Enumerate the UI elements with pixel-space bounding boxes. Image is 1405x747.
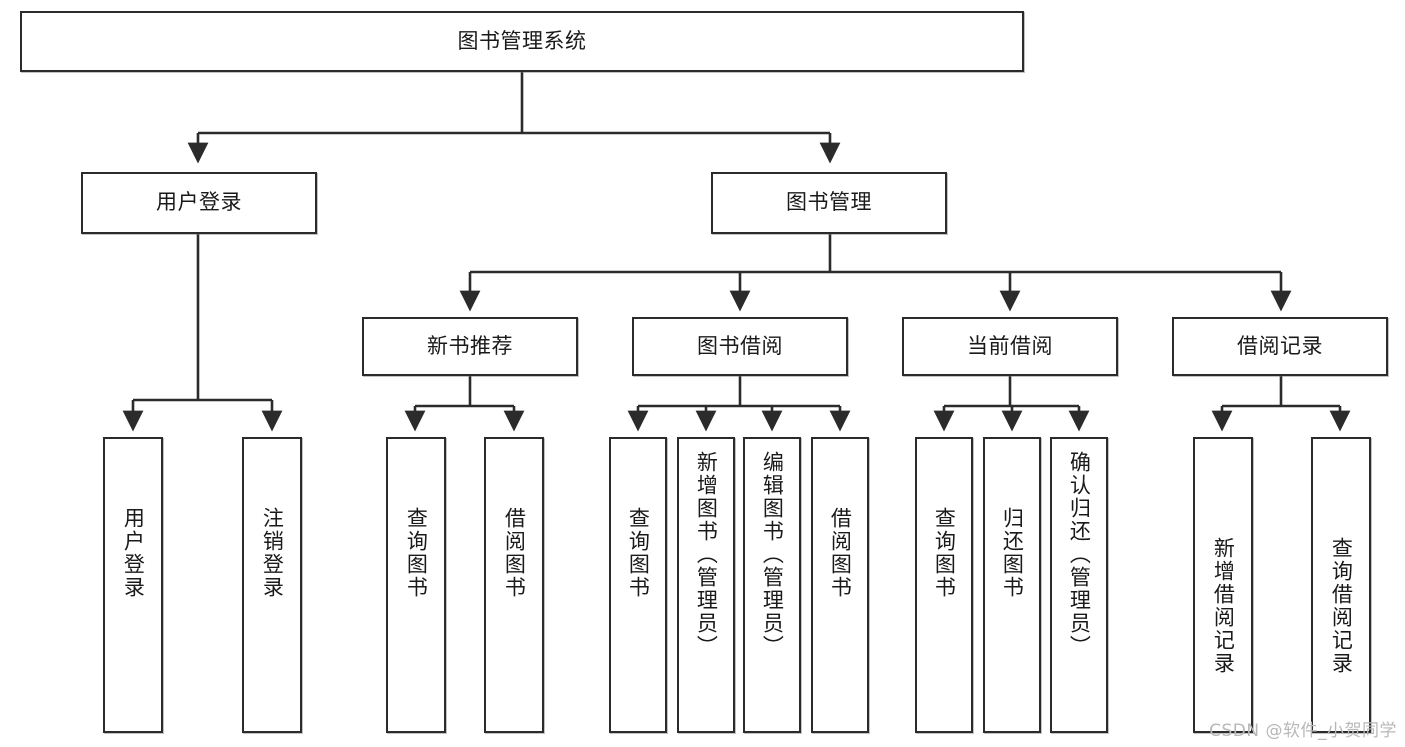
node-label: 查询图书 xyxy=(626,507,651,599)
node-current-borrow[interactable]: 当前借阅 xyxy=(902,317,1118,376)
node-label: 确认归还（管理员） xyxy=(1067,451,1092,658)
node-leaf-logout[interactable]: 注销登录 xyxy=(242,437,302,733)
node-leaf-confirm-return-admin[interactable]: 确认归还（管理员） xyxy=(1050,437,1108,733)
node-leaf-add-borrow-record[interactable]: 新增借阅记录 xyxy=(1193,437,1253,733)
node-label: 新书推荐 xyxy=(427,333,513,358)
node-book-borrow[interactable]: 图书借阅 xyxy=(632,317,848,376)
node-label: 借阅图书 xyxy=(502,507,527,599)
node-label: 用户登录 xyxy=(156,190,242,215)
node-leaf-query-book-recommend[interactable]: 查询图书 xyxy=(386,437,446,733)
node-label: 编辑图书（管理员） xyxy=(760,451,785,658)
node-leaf-query-book-current[interactable]: 查询图书 xyxy=(915,437,973,733)
node-leaf-query-borrow-record[interactable]: 查询借阅记录 xyxy=(1311,437,1371,733)
node-label: 查询图书 xyxy=(404,507,429,599)
node-label: 图书借阅 xyxy=(697,333,783,358)
node-label: 查询借阅记录 xyxy=(1329,537,1354,675)
node-root-system[interactable]: 图书管理系统 xyxy=(20,11,1024,72)
node-leaf-query-book-borrow[interactable]: 查询图书 xyxy=(609,437,667,733)
node-label: 注销登录 xyxy=(260,507,285,599)
node-label: 新增图书（管理员） xyxy=(694,451,719,658)
node-leaf-borrow-book[interactable]: 借阅图书 xyxy=(811,437,869,733)
node-label: 查询图书 xyxy=(932,507,957,599)
node-label: 新增借阅记录 xyxy=(1211,537,1236,675)
node-leaf-borrow-book-recommend[interactable]: 借阅图书 xyxy=(484,437,544,733)
node-label: 图书管理系统 xyxy=(457,28,587,53)
node-leaf-user-login[interactable]: 用户登录 xyxy=(103,437,163,733)
node-label: 归还图书 xyxy=(1000,507,1025,599)
node-label: 借阅图书 xyxy=(828,507,853,599)
node-new-book-recommend[interactable]: 新书推荐 xyxy=(362,317,578,376)
node-leaf-return-book[interactable]: 归还图书 xyxy=(983,437,1041,733)
node-book-management[interactable]: 图书管理 xyxy=(711,172,947,234)
node-leaf-edit-book-admin[interactable]: 编辑图书（管理员） xyxy=(743,437,801,733)
node-label: 图书管理 xyxy=(786,190,872,215)
node-leaf-add-book-admin[interactable]: 新增图书（管理员） xyxy=(677,437,735,733)
node-label: 用户登录 xyxy=(121,507,146,599)
node-user-login[interactable]: 用户登录 xyxy=(81,172,317,234)
node-label: 借阅记录 xyxy=(1237,333,1323,358)
watermark-text: CSDN @软件_小贺同学 xyxy=(1209,721,1397,741)
node-label: 当前借阅 xyxy=(967,333,1053,358)
node-borrow-record[interactable]: 借阅记录 xyxy=(1172,317,1388,376)
